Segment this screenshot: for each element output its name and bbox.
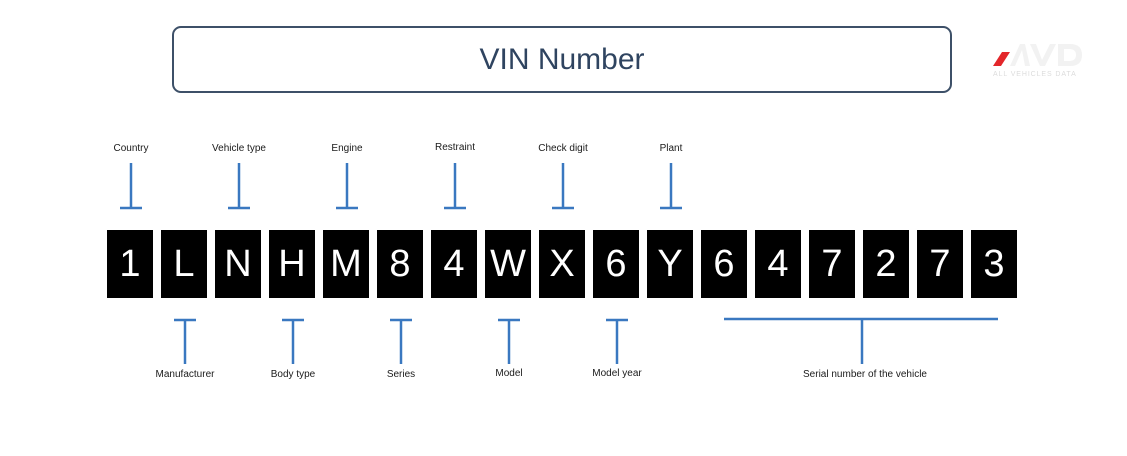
label-manufacturer: Manufacturer xyxy=(155,369,215,380)
label-restraint: Restraint xyxy=(434,142,476,153)
connector-model xyxy=(498,318,520,364)
vin-char-5: M xyxy=(323,230,369,298)
vin-char-11: Y xyxy=(647,230,693,298)
vin-char-10: 6 xyxy=(593,230,639,298)
label-model-year: Model year xyxy=(592,368,642,379)
vin-char-3: N xyxy=(215,230,261,298)
label-check-digit: Check digit xyxy=(538,143,588,154)
vin-char-7: 4 xyxy=(431,230,477,298)
connector-serial-number xyxy=(724,317,998,364)
vin-char-16: 7 xyxy=(917,230,963,298)
connector-plant xyxy=(660,163,682,210)
vin-char-17: 3 xyxy=(971,230,1017,298)
vin-char-8: W xyxy=(485,230,531,298)
connector-series xyxy=(390,318,412,364)
vin-char-1: 1 xyxy=(107,230,153,298)
connector-model-year xyxy=(606,318,628,364)
connector-engine xyxy=(336,163,358,210)
title-box: VIN Number xyxy=(172,26,952,93)
connector-manufacturer xyxy=(174,318,196,364)
vin-char-12: 6 xyxy=(701,230,747,298)
vin-char-2: L xyxy=(161,230,207,298)
label-engine: Engine xyxy=(331,143,363,154)
connector-body-type xyxy=(282,318,304,364)
vin-char-4: H xyxy=(269,230,315,298)
connector-country xyxy=(120,163,142,210)
label-plant: Plant xyxy=(659,143,683,154)
vin-char-9: X xyxy=(539,230,585,298)
vin-char-6: 8 xyxy=(377,230,423,298)
label-body-type: Body type xyxy=(270,369,316,380)
logo-subtitle: ALL VEHICLES DATA xyxy=(993,71,1077,78)
vin-char-14: 7 xyxy=(809,230,855,298)
connector-check-digit xyxy=(552,163,574,210)
vin-char-15: 2 xyxy=(863,230,909,298)
avd-logo-icon xyxy=(993,44,1082,66)
label-model: Model xyxy=(495,368,523,379)
page-title: VIN Number xyxy=(479,42,645,76)
label-vehicle-type: Vehicle type xyxy=(212,143,266,154)
label-serial-number: Serial number of the vehicle xyxy=(803,369,927,380)
connector-restraint xyxy=(444,163,466,210)
label-series: Series xyxy=(386,369,416,380)
connector-vehicle-type xyxy=(228,163,250,210)
vin-char-13: 4 xyxy=(755,230,801,298)
label-country: Country xyxy=(113,143,149,154)
